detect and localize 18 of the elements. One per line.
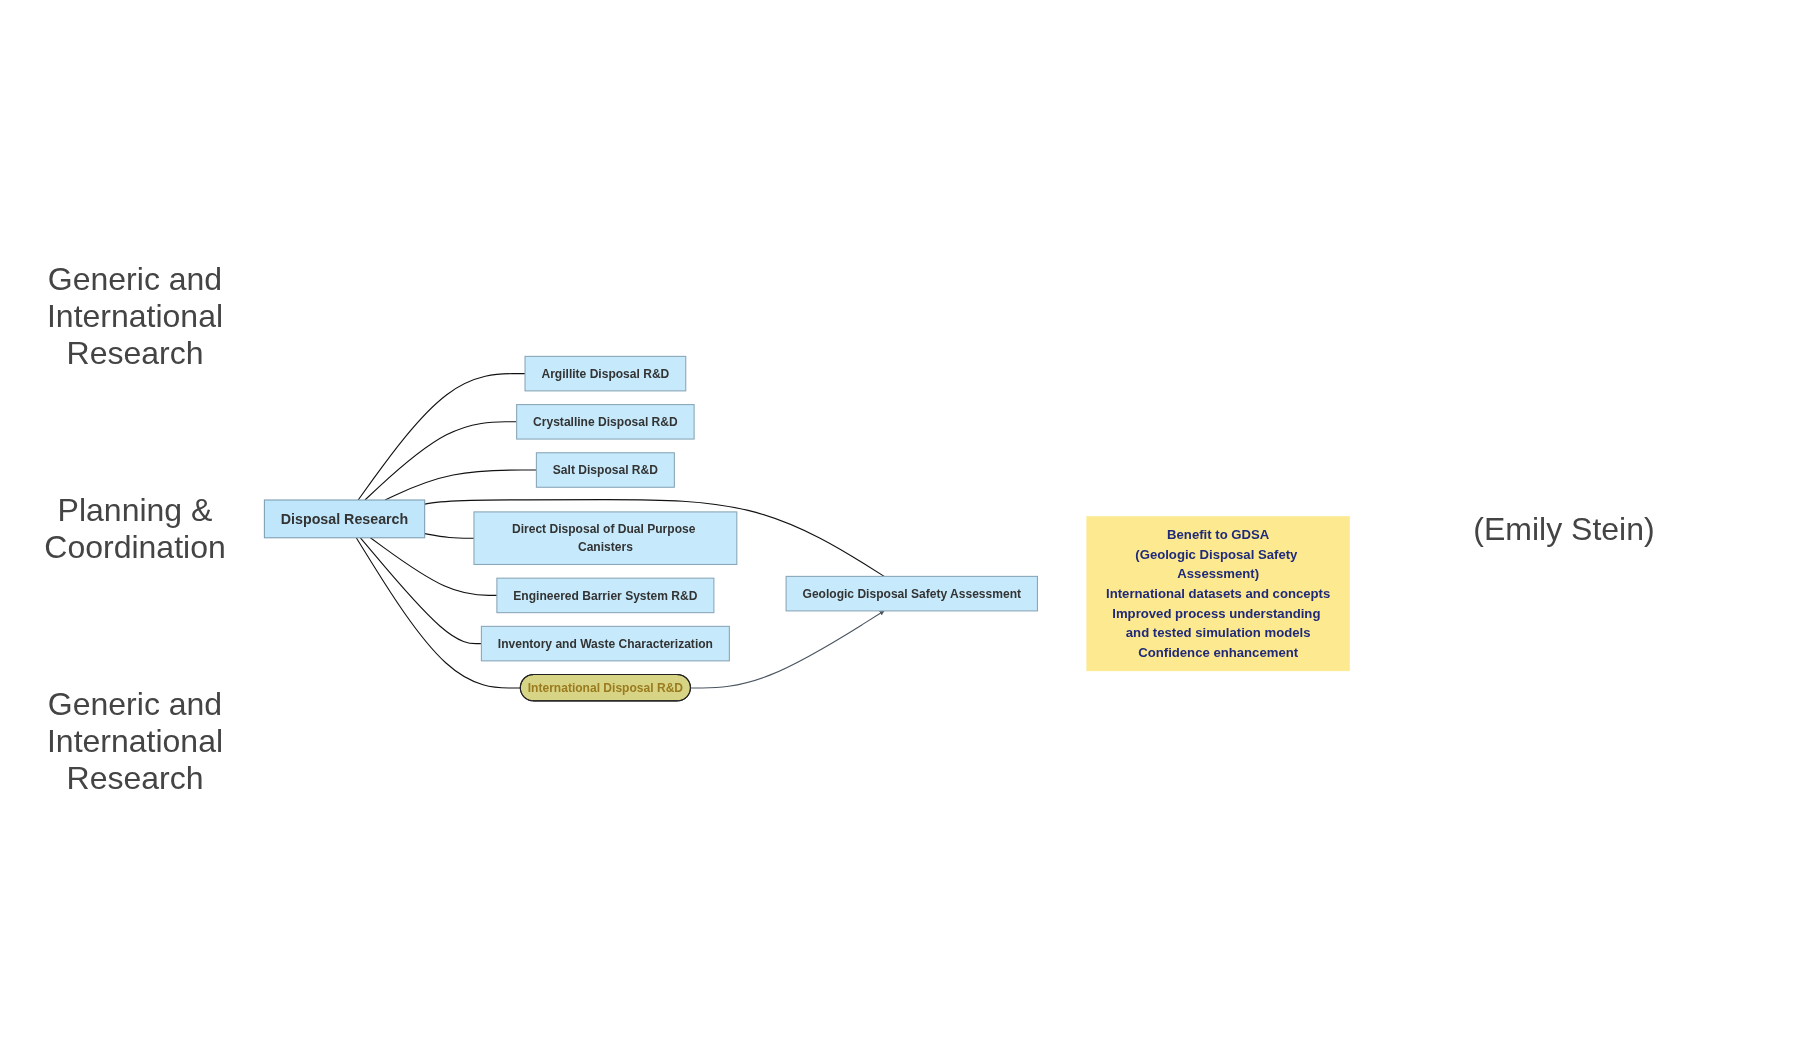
node-box: Geologic Disposal Safety Assessment	[785, 576, 1038, 612]
group-label: Planning & Coordination	[43, 492, 227, 566]
connector	[384, 469, 537, 501]
node-box: Direct Disposal of Dual Purpose Canisters	[473, 511, 738, 566]
node-box: Inventory and Waste Characterization	[480, 626, 730, 662]
node-box: Salt Disposal R&D	[535, 452, 675, 489]
connector	[359, 537, 482, 645]
node-box: Disposal Research	[263, 499, 426, 539]
node-box: Argillite Disposal R&D	[524, 356, 687, 392]
arrow	[690, 611, 885, 689]
node-box: Benefit to GDSA (Geologic Disposal Safety Assessment) International datasets and concepts Improved process understanding and tested simulation models Confidence enhancement	[1086, 516, 1350, 672]
author-caption: (Emily Stein)	[1472, 510, 1656, 548]
connector	[424, 499, 885, 578]
group-label: Generic and International Research	[45, 261, 225, 372]
node-box: Engineered Barrier System R&D	[496, 578, 715, 614]
node-box: Crystalline Disposal R&D	[516, 404, 695, 440]
group-label: Generic and International Research	[45, 686, 225, 797]
connector	[357, 373, 526, 501]
